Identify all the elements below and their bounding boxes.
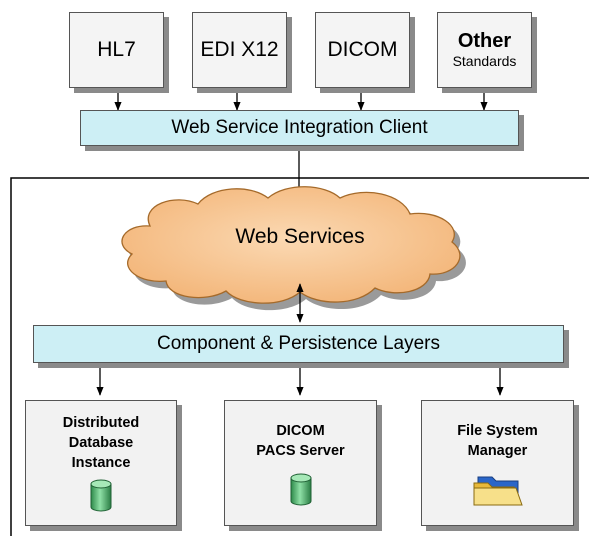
integration-client-bar: Web Service Integration Client: [80, 110, 519, 146]
standard-label: HL7: [97, 38, 136, 61]
standard-box-other: Other Standards: [437, 12, 532, 88]
integration-client-label: Web Service Integration Client: [171, 117, 428, 138]
component-box-filesystem: File System Manager: [421, 400, 574, 526]
standard-sublabel: Standards: [452, 53, 517, 69]
standard-box-hl7: HL7: [69, 12, 164, 88]
folder-icon: [473, 476, 523, 506]
standard-label: DICOM: [327, 38, 398, 61]
system-boundary: [10, 177, 589, 536]
component-box-database: Distributed Database Instance: [25, 400, 177, 526]
database-icon: [90, 479, 112, 512]
standard-label: EDI X12: [200, 38, 279, 61]
web-services-label: Web Services: [235, 225, 365, 248]
component-label: PACS Server: [256, 443, 345, 459]
database-icon: [290, 473, 311, 506]
component-label: Instance: [71, 455, 131, 471]
component-layer-label: Component & Persistence Layers: [156, 333, 441, 354]
standard-box-dicom: DICOM: [315, 12, 410, 88]
component-label: DICOM: [276, 423, 325, 439]
component-label: Database: [68, 435, 134, 451]
component-label: File System: [457, 423, 538, 439]
component-label: Distributed: [62, 415, 140, 431]
standard-label: Other: [457, 30, 512, 52]
standard-box-edi-x12: EDI X12: [192, 12, 287, 88]
web-services-cloud: [121, 186, 461, 304]
component-label: Manager: [467, 443, 528, 459]
component-layer-bar: Component & Persistence Layers: [33, 325, 564, 363]
component-box-pacs: DICOM PACS Server: [224, 400, 377, 526]
